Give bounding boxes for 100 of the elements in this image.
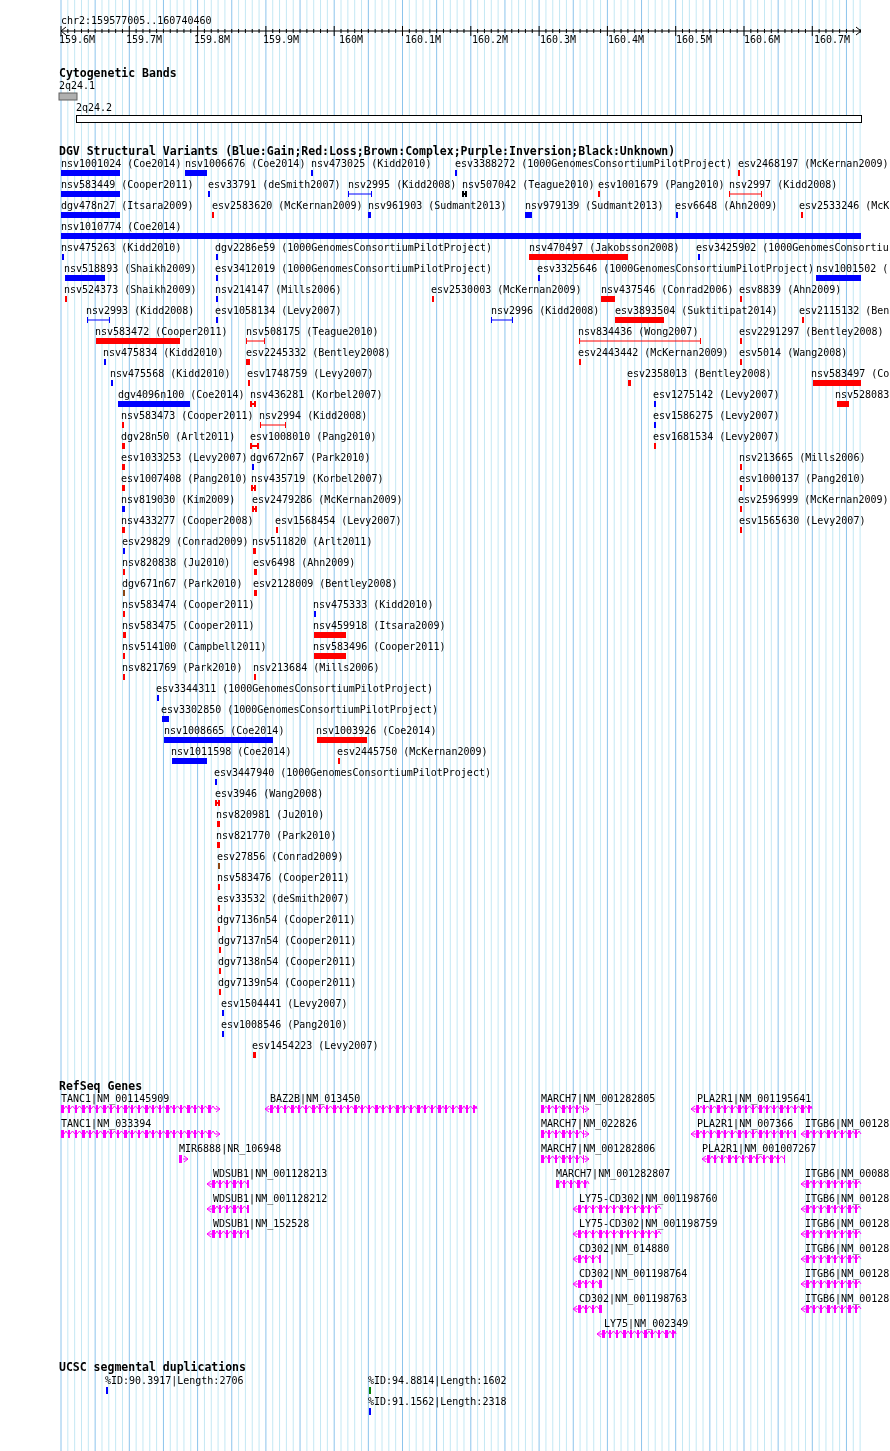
variant-label: esv1565630 (Levy2007) [739,515,866,527]
scale-tick-label: 160.5M [676,34,713,46]
variant-label: nsv433277 (Cooper2008) [121,515,254,527]
variant-label: nsv834436 (Wong2007) [578,326,699,338]
gene-label: MARCH7|NM_001282806 [541,1143,656,1155]
variant-label: esv1033253 (Levy2007) [121,452,248,464]
variant-label: esv1681534 (Levy2007) [653,431,780,443]
variant-label: esv29829 (Conrad2009) [122,536,249,548]
gene-label: MARCH7|NM_001282807 [556,1168,671,1180]
variant-label: nsv1006676 (Coe2014) [185,158,306,170]
variant-label: esv2115132 (Ben [799,305,890,317]
variant-label: esv1008546 (Pang2010) [221,1019,348,1031]
variant-label: nsv1001024 (Coe2014) [61,158,182,170]
variant-label: esv33532 (deSmith2007) [217,893,350,905]
variant-label: nsv583472 (Cooper2011) [95,326,228,338]
variant-label: dgv672n67 (Park2010) [250,452,371,464]
coordinate-label: chr2:159577005..160740460 [61,15,212,27]
variant-label: esv1504441 (Levy2007) [221,998,348,1010]
variant-label: nsv1003926 (Coe2014) [316,725,437,737]
variant-label: esv2530003 (McKernan2009) [431,284,582,296]
scale-tick-label: 160.6M [744,34,781,46]
gene-label: MARCH7|NM_001282805 [541,1093,656,1105]
variant-label: esv3412019 (1000GenomesConsortiumPilotProject) [215,263,492,275]
gene-label: LY75-CD302|NM_001198760 [579,1193,718,1205]
band-label: 2q24.2 [76,102,113,114]
variant-label: esv3302850 (1000GenomesConsortiumPilotProject) [161,704,438,716]
variant-label: nsv2996 (Kidd2008) [491,305,600,317]
band-label: 2q24.1 [59,80,96,92]
variant-label: esv2443442 (McKernan2009) [578,347,729,359]
scale-tick-label: 160.2M [472,34,509,46]
variant-label: esv2245332 (Bentley2008) [246,347,391,359]
variant-label: nsv214147 (Mills2006) [215,284,342,296]
gene-label: MARCH7|NM_022826 [541,1118,638,1130]
variant-label: nsv2997 (Kidd2008) [729,179,838,191]
variant-label: nsv583473 (Cooper2011) [121,410,254,422]
gene-label: CD302|NM_001198764 [579,1268,688,1280]
variant-label: esv5014 (Wang2008) [739,347,848,359]
variant-label: nsv1011598 (Coe2014) [171,746,292,758]
variant-label: nsv819030 (Kim2009) [121,494,236,506]
gene-label: CD302|NM_014880 [579,1243,670,1255]
gene-label: ITGB6|NM_00128 [805,1268,890,1280]
gene-label: PLA2R1|NM_001007267 [702,1143,817,1155]
variant-label: nsv2995 (Kidd2008) [348,179,457,191]
gene-label: PLA2R1|NM_007366 [697,1118,794,1130]
scale-tick-label: 159.7M [126,34,163,46]
variant-label: nsv213684 (Mills2006) [253,662,380,674]
gene-label: WDSUB1|NM_152528 [213,1218,310,1230]
variant-label: esv2468197 (McKernan2009) [738,158,889,170]
variant-label: nsv583497 (Co [811,368,890,380]
scale-tick-label: 160.4M [608,34,645,46]
variant-label: dgv671n67 (Park2010) [122,578,243,590]
gene-label: WDSUB1|NM_001128213 [213,1168,328,1180]
variant-label: esv1058134 (Levy2007) [215,305,342,317]
gene-label: ITGB6|NM_00128 [805,1243,890,1255]
variant-label: nsv820838 (Ju2010) [122,557,231,569]
variant-label: dgv4096n100 (Coe2014) [118,389,245,401]
gene-label: ITGB6|NM_00088 [805,1168,890,1180]
variant-label: esv2291297 (Bentley2008) [739,326,884,338]
scale-tick-label: 159.8M [194,34,231,46]
variant-label: nsv475333 (Kidd2010) [313,599,434,611]
variant-label: dgv7138n54 (Cooper2011) [218,956,357,968]
variant-label: nsv2994 (Kidd2008) [259,410,368,422]
duplication-label: %ID:94.8814|Length:1602 [368,1375,507,1387]
variant-label: nsv518893 (Shaikh2009) [64,263,197,275]
gene-label: ITGB6|NM_00128 [805,1193,890,1205]
variant-label: nsv961903 (Sudmant2013) [368,200,507,212]
gene-label: TANC1|NM_033394 [61,1118,152,1130]
track-title: UCSC segmental duplications [59,1361,246,1374]
variant-label: nsv821770 (Park2010) [216,830,337,842]
gene-label: ITGB6|NM_00128 [805,1118,890,1130]
variant-label: esv1568454 (Levy2007) [275,515,402,527]
variant-label: dgv7139n54 (Cooper2011) [218,977,357,989]
variant-label: nsv459918 (Itsara2009) [313,620,446,632]
scale-tick-label: 160.7M [814,34,851,46]
variant-label: nsv475834 (Kidd2010) [103,347,224,359]
variant-label: esv1454223 (Levy2007) [252,1040,379,1052]
variant-label: nsv470497 (Jakobsson2008) [529,242,680,254]
variant-label: nsv528083 [835,389,890,401]
variant-label: nsv524373 (Shaikh2009) [64,284,197,296]
gene-label: MIR6888|NR_106948 [179,1143,282,1155]
variant-label: nsv213665 (Mills2006) [739,452,866,464]
track-title: RefSeq Genes [59,1080,143,1093]
gene-label: LY75|NM_002349 [604,1318,689,1330]
variant-label: nsv583474 (Cooper2011) [122,599,255,611]
variant-label: nsv435719 (Korbel2007) [251,473,384,485]
variant-label: dgv28n50 (Arlt2011) [121,431,236,443]
variant-label: nsv1010774 (Coe2014) [61,221,182,233]
variant-label: nsv820981 (Ju2010) [216,809,325,821]
variant-label: esv2596999 (McKernan2009) [738,494,889,506]
variant-label: nsv511820 (Arlt2011) [252,536,373,548]
variant-label: nsv508175 (Teague2010) [246,326,379,338]
variant-label: esv3946 (Wang2008) [215,788,324,800]
variant-label: nsv979139 (Sudmant2013) [525,200,664,212]
variant-label: esv3893504 (Suktitipat2014) [615,305,778,317]
gene-label: LY75-CD302|NM_001198759 [579,1218,718,1230]
variant-label: nsv475263 (Kidd2010) [61,242,182,254]
variant-label: esv1000137 (Pang2010) [739,473,866,485]
scale-tick-label: 159.6M [59,34,96,46]
variant-label: esv2358013 (Bentley2008) [627,368,772,380]
variant-label: esv2583620 (McKernan2009) [212,200,363,212]
